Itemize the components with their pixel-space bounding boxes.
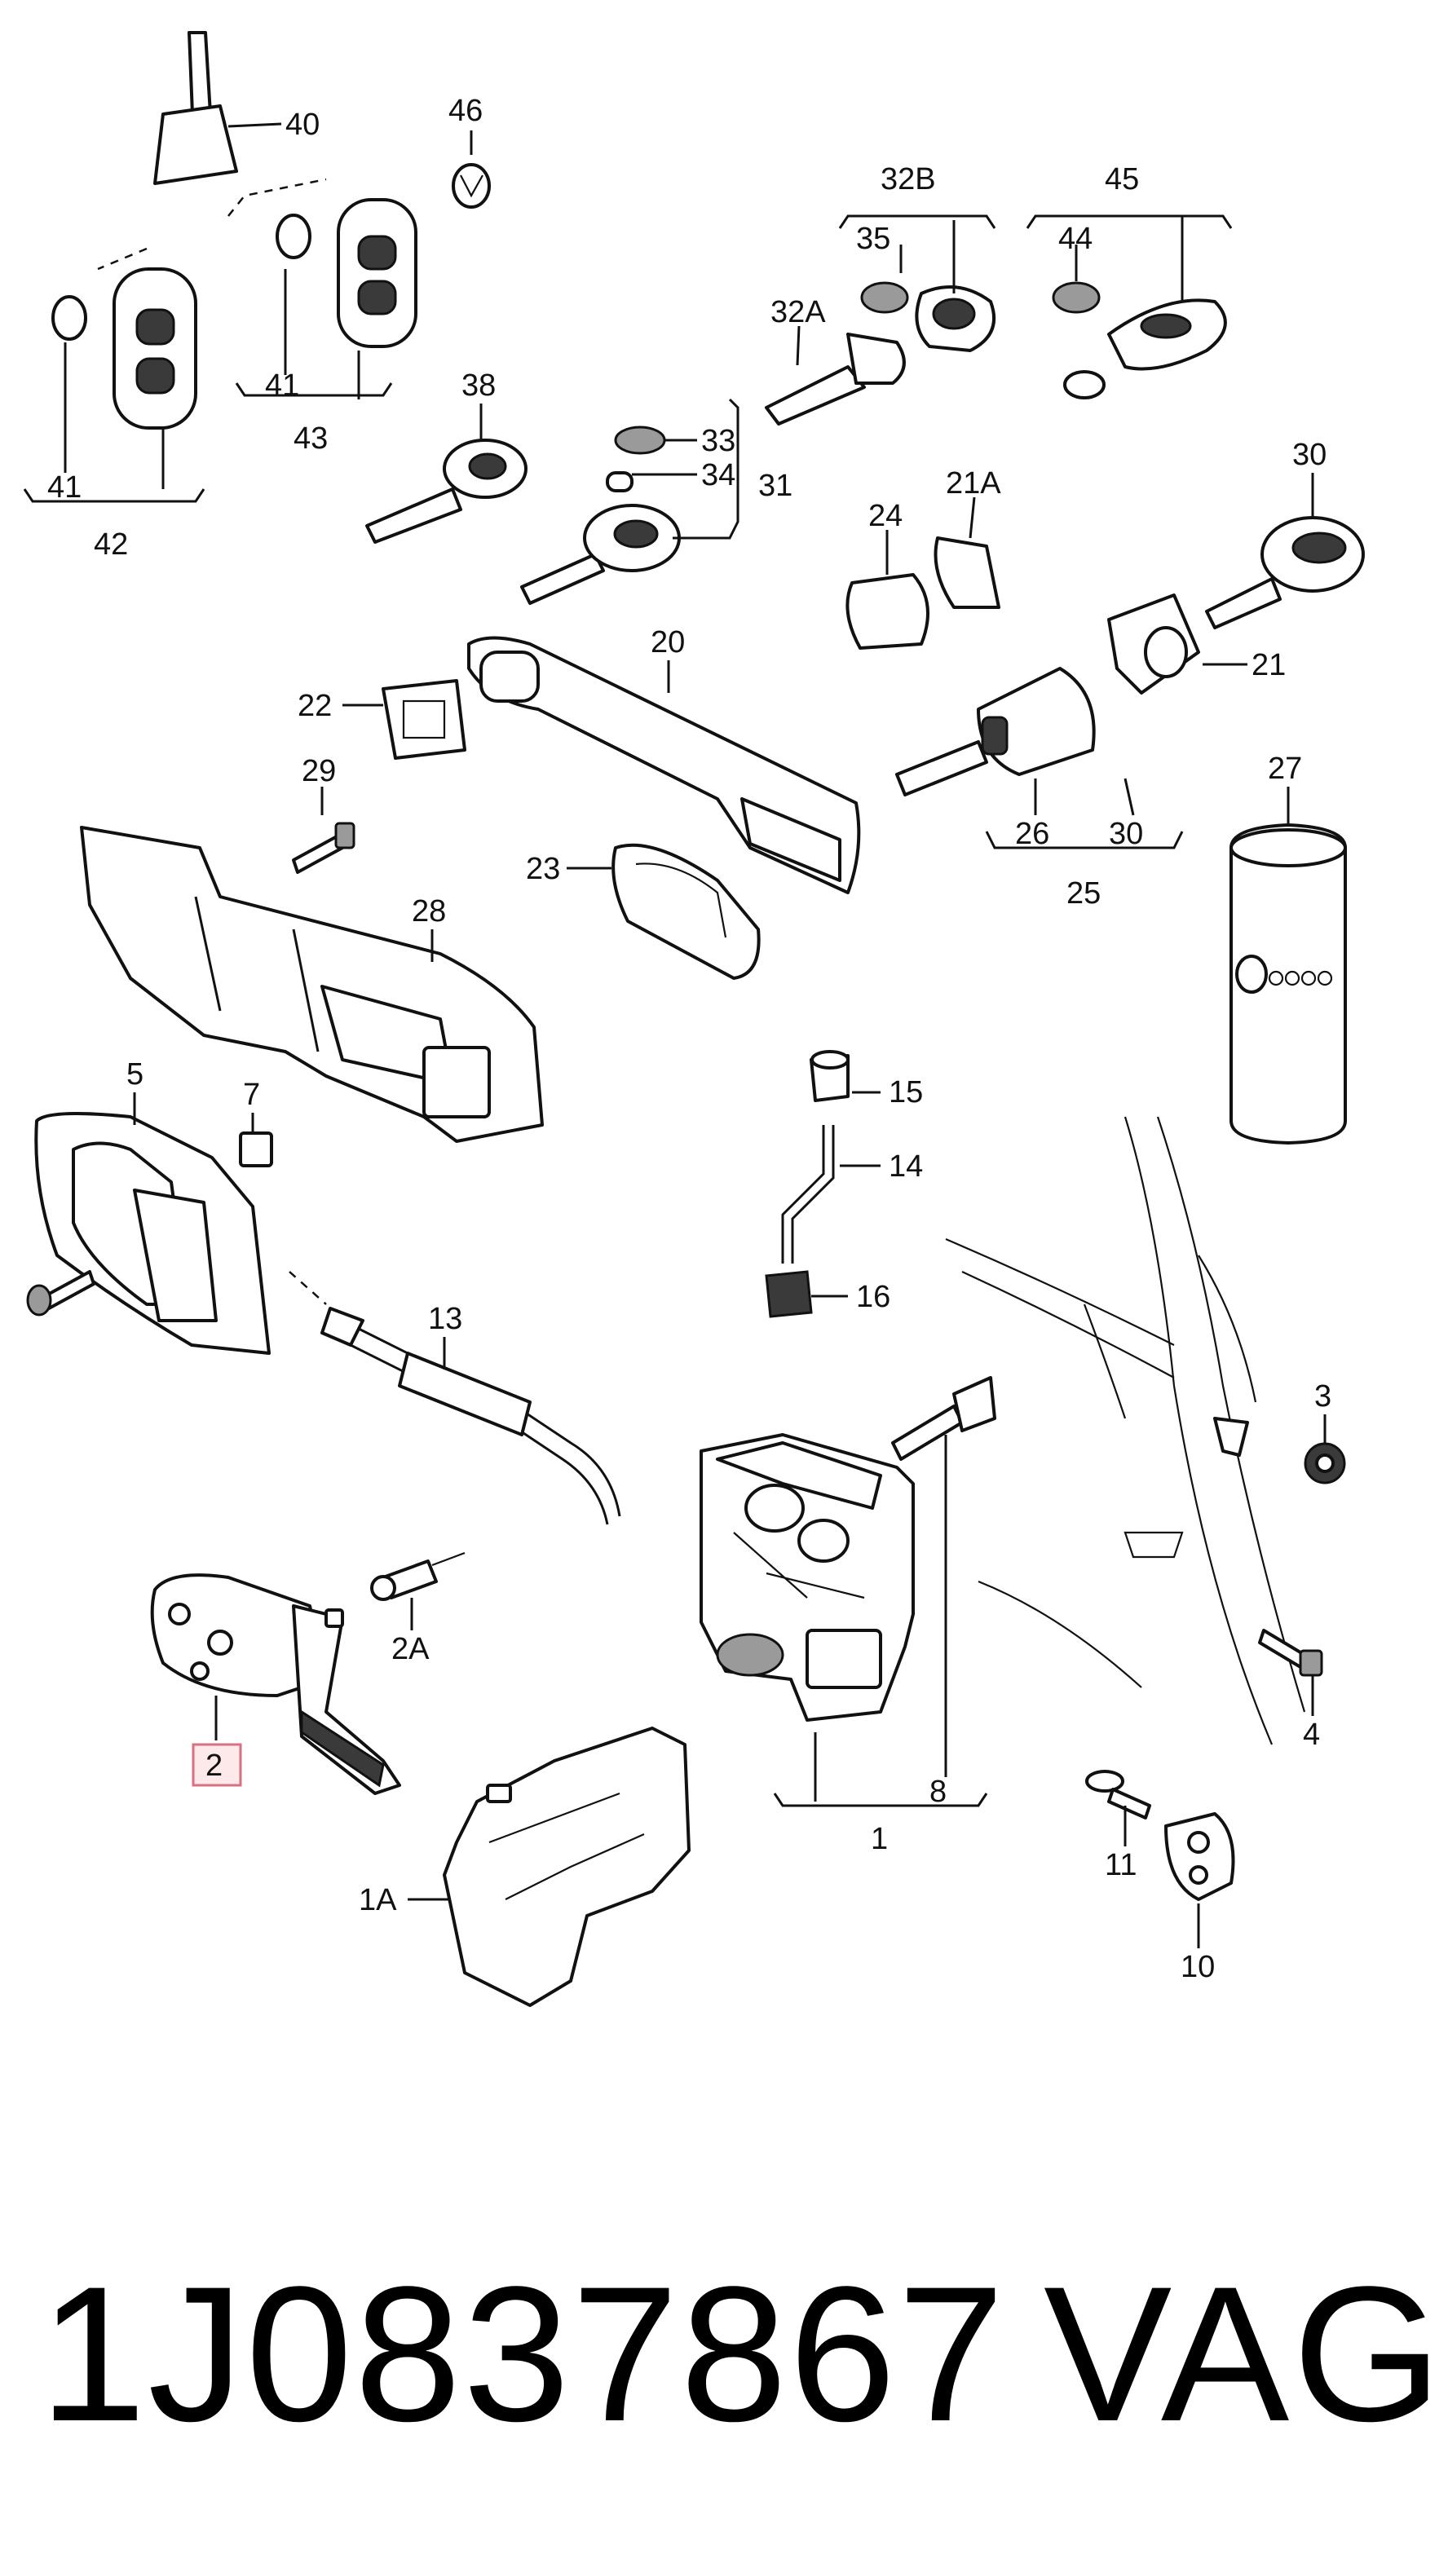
rod-14	[781, 1125, 835, 1264]
screw-left	[26, 1270, 95, 1317]
brand-name: VAG	[1044, 2247, 1446, 2462]
key-fob-right-43	[276, 198, 417, 348]
clip-7	[239, 1131, 273, 1167]
callout: 21A	[946, 466, 1001, 501]
callout: 38	[461, 368, 496, 403]
callout: 24	[868, 499, 903, 533]
handle-carrier-28	[80, 826, 544, 1143]
callout: 1A	[359, 1883, 397, 1917]
callout: 21	[1252, 648, 1286, 682]
callout: 4	[1303, 1718, 1320, 1752]
callout: 3	[1314, 1379, 1331, 1414]
leader-lines	[23, 130, 1327, 1948]
key-31	[520, 426, 681, 605]
door-handle-20	[467, 636, 861, 894]
callout: 10	[1181, 1950, 1215, 1984]
callout: 23	[526, 852, 560, 886]
callout: 45	[1105, 162, 1139, 196]
callout: 8	[929, 1775, 947, 1809]
callout: 25	[1066, 876, 1101, 911]
emblem-46	[452, 163, 491, 209]
callout: 34	[701, 458, 735, 492]
callout: 46	[448, 94, 483, 128]
callout: 43	[294, 421, 328, 456]
callout: 44	[1058, 222, 1093, 256]
callout-highlighted: 2	[205, 1749, 223, 1783]
callout: 5	[126, 1057, 143, 1092]
bracket-2	[150, 1573, 401, 1795]
gasket-22	[382, 679, 466, 760]
cap-24	[845, 573, 929, 650]
exploded-parts-diagram: 40 46 32B 45 35 44 32A 41 43 41 42 38 33…	[23, 31, 1365, 2007]
callout: 28	[412, 894, 446, 929]
callout: 30	[1292, 438, 1327, 472]
key-38	[365, 439, 528, 544]
part-number: 1J0837867	[39, 2247, 1007, 2462]
callout: 15	[889, 1075, 923, 1109]
callout: 32B	[881, 162, 936, 196]
gasket-21A	[934, 536, 1000, 609]
callout: 31	[758, 469, 792, 503]
bolt-11	[1085, 1770, 1151, 1820]
bolt-4	[1258, 1629, 1323, 1677]
bolt-2A	[370, 1551, 466, 1601]
callout: 35	[856, 222, 890, 256]
callout: 29	[302, 754, 336, 788]
screw-29	[292, 822, 355, 874]
callout: 32A	[770, 295, 826, 329]
callout: 40	[285, 108, 320, 142]
gasket-23	[611, 843, 761, 980]
callout: 41	[47, 470, 82, 505]
highlight-box-part-2	[192, 1743, 242, 1787]
callout: 2A	[391, 1632, 430, 1666]
callout: 14	[889, 1149, 923, 1184]
callout: 33	[701, 424, 735, 458]
callout: 7	[243, 1078, 260, 1112]
bracket-1A	[443, 1727, 691, 2007]
callout: 20	[651, 625, 685, 659]
door-lock-1	[700, 1433, 915, 1722]
grommet-16	[765, 1270, 813, 1318]
callout: 41	[265, 368, 299, 403]
callout: 13	[428, 1302, 462, 1336]
callout: 30	[1109, 817, 1143, 851]
lock-cylinder-26	[895, 667, 1096, 796]
callout: 26	[1015, 817, 1049, 851]
inner-handle-5	[34, 1112, 271, 1355]
spray-can-27	[1229, 823, 1347, 1145]
bracket-21	[1107, 593, 1200, 695]
callout: 42	[94, 527, 128, 562]
key-30	[1205, 516, 1365, 629]
striker-10	[1164, 1812, 1235, 1901]
remote-key-32	[765, 281, 996, 426]
pin-8	[891, 1376, 996, 1461]
footer: 1J0837867 VAG	[0, 2234, 1448, 2560]
callout: 11	[1105, 1848, 1137, 1882]
callout: 1	[871, 1822, 888, 1856]
callout-labels: 40 46 32B 45 35 44 32A 41 43 41 42 38 33…	[47, 94, 1331, 1984]
cable-13	[289, 1271, 621, 1525]
key-blade-40	[153, 31, 282, 185]
callout: 27	[1268, 752, 1302, 786]
remote-key-45	[1052, 281, 1227, 399]
knob-15	[810, 1050, 850, 1102]
callout: 16	[856, 1280, 890, 1314]
door-frame-outline	[945, 1116, 1306, 1745]
key-fob-left-42	[51, 267, 197, 430]
callout: 22	[298, 689, 332, 723]
washer-3	[1304, 1442, 1346, 1484]
